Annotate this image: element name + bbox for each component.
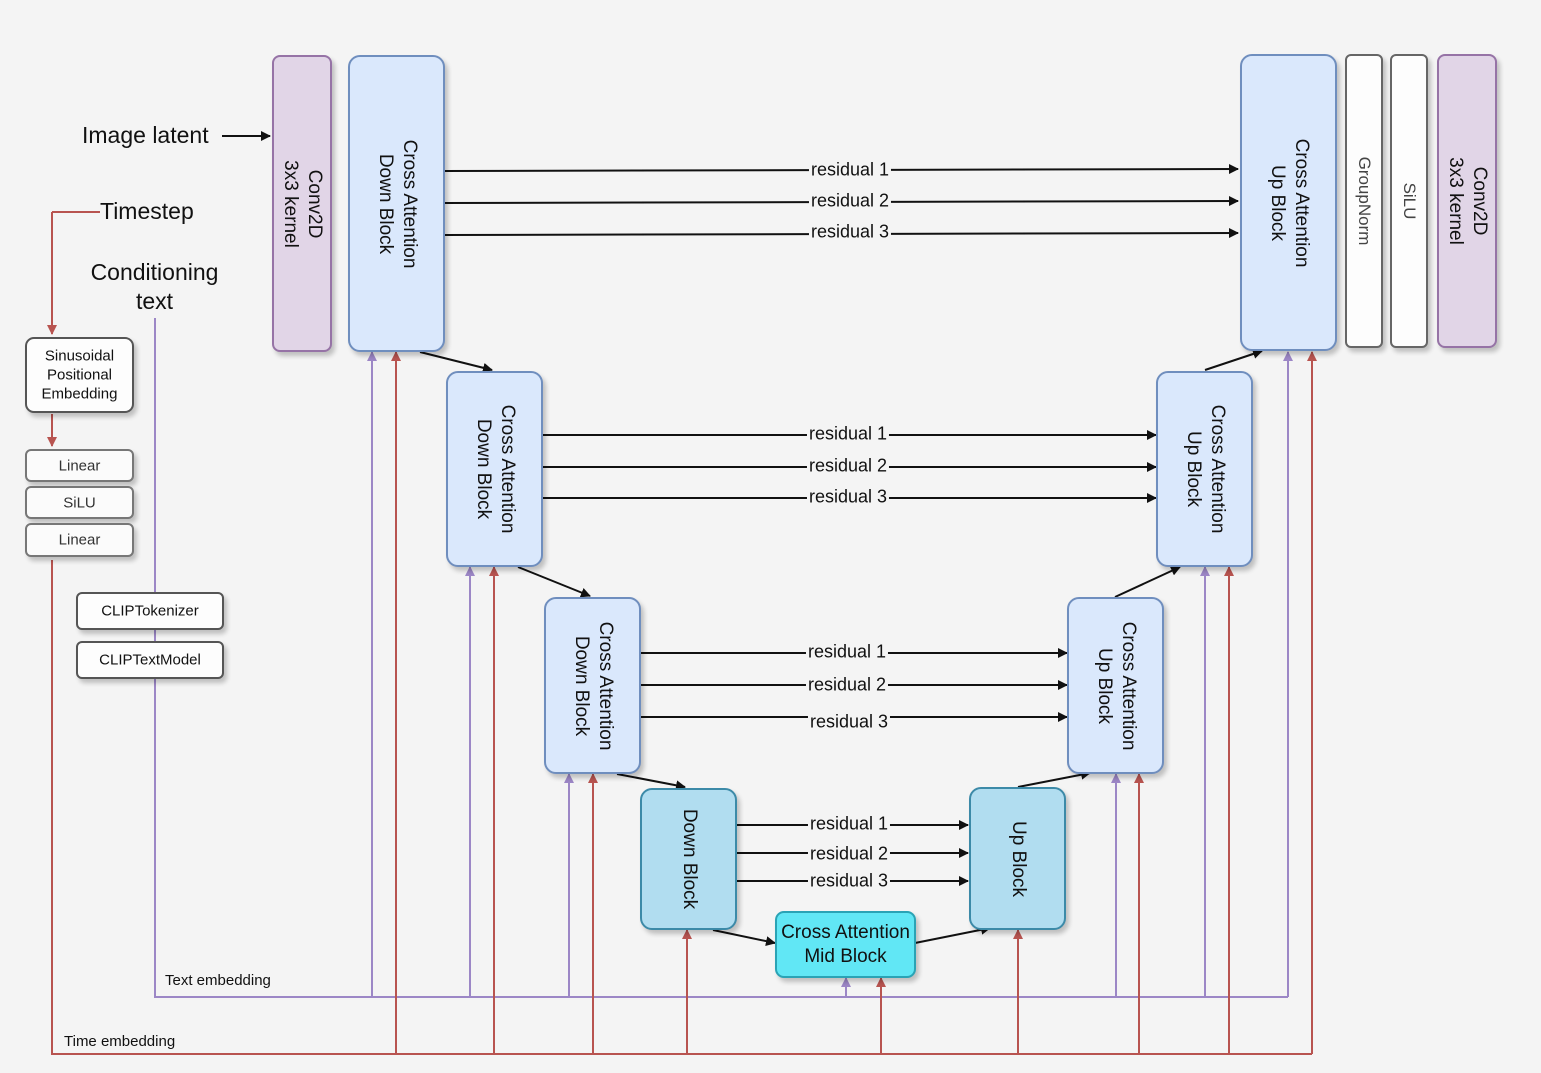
conv-in-block: Conv2D 3x3 kernel <box>272 55 332 352</box>
conv-in-label: Conv2D 3x3 kernel <box>280 159 325 248</box>
mid-block-label: Cross Attention Mid Block <box>781 921 910 967</box>
sinusoidal-embedding-block: Sinusoidal Positional Embedding <box>25 337 134 413</box>
conv-out-label: Conv2D 3x3 kernel <box>1445 157 1490 245</box>
down-block-1: Cross Attention Down Block <box>348 55 445 352</box>
clip-text-model-block: CLIPTextModel <box>76 641 224 679</box>
down-block-3: Cross Attention Down Block <box>544 597 641 774</box>
residual-label: residual 1 <box>807 813 891 835</box>
up-block-3-label: Cross Attention Up Block <box>1093 621 1139 750</box>
residual-label: residual 2 <box>806 455 890 477</box>
time-embedding-label: Time embedding <box>64 1033 176 1050</box>
down-block-1-label: Cross Attention Down Block <box>374 139 420 268</box>
up-block-1: Cross Attention Up Block <box>1240 54 1337 351</box>
conv-out-block: Conv2D 3x3 kernel <box>1437 54 1497 348</box>
time-linear-1-block: Linear <box>25 449 134 482</box>
mid-block: Cross Attention Mid Block <box>775 911 916 978</box>
down-block-4: Down Block <box>640 788 737 930</box>
residual-label: residual 2 <box>807 843 891 865</box>
up-block-3: Cross Attention Up Block <box>1067 597 1164 774</box>
group-norm-label: GroupNorm <box>1355 156 1374 246</box>
text-embedding-lines <box>154 318 1293 998</box>
text-embedding-label: Text embedding <box>165 972 271 989</box>
down-block-2: Cross Attention Down Block <box>446 371 543 567</box>
clip-tokenizer-block: CLIPTokenizer <box>76 592 224 630</box>
time-silu-block: SiLU <box>25 486 134 519</box>
time-linear-2-label: Linear <box>58 531 101 549</box>
down-block-3-label: Cross Attention Down Block <box>570 621 616 750</box>
residual-label: residual 3 <box>806 486 890 508</box>
clip-tokenizer-label: CLIPTokenizer <box>101 602 199 620</box>
clip-text-model-label: CLIPTextModel <box>99 651 201 669</box>
image-latent-label: Image latent <box>82 122 209 148</box>
up-block-2-label: Cross Attention Up Block <box>1182 404 1228 534</box>
residual-label: residual 3 <box>807 870 891 892</box>
residual-label: residual 3 <box>807 711 891 733</box>
out-silu-label: SiLU <box>1400 182 1419 220</box>
up-block-1-label: Cross Attention Up Block <box>1266 138 1312 267</box>
out-silu-block: SiLU <box>1390 54 1428 348</box>
time-embedding-lines <box>47 211 1317 1055</box>
time-linear-1-label: Linear <box>58 457 101 474</box>
residual-label: residual 2 <box>808 190 892 212</box>
up-block-4: Up Block <box>969 787 1066 930</box>
time-silu-label: SiLU <box>63 494 96 511</box>
up-block-4-label: Up Block <box>1007 820 1029 897</box>
sinusoidal-embedding-label: Sinusoidal Positional Embedding <box>41 347 118 403</box>
group-norm-block: GroupNorm <box>1345 54 1383 348</box>
down-block-4-label: Down Block <box>678 808 700 910</box>
flow-arrows <box>222 131 1263 947</box>
residual-label: residual 2 <box>805 674 889 696</box>
up-block-2: Cross Attention Up Block <box>1156 371 1253 567</box>
timestep-label: Timestep <box>100 198 194 224</box>
time-linear-2-block: Linear <box>25 523 134 557</box>
residual-label: residual 1 <box>808 159 892 181</box>
residual-arrows <box>444 164 1239 886</box>
residual-label: residual 3 <box>808 221 892 243</box>
residual-label: residual 1 <box>805 641 889 663</box>
residual-label: residual 1 <box>806 423 890 445</box>
down-block-2-label: Cross Attention Down Block <box>472 404 518 534</box>
conditioning-text-label: Conditioning text <box>90 259 219 314</box>
